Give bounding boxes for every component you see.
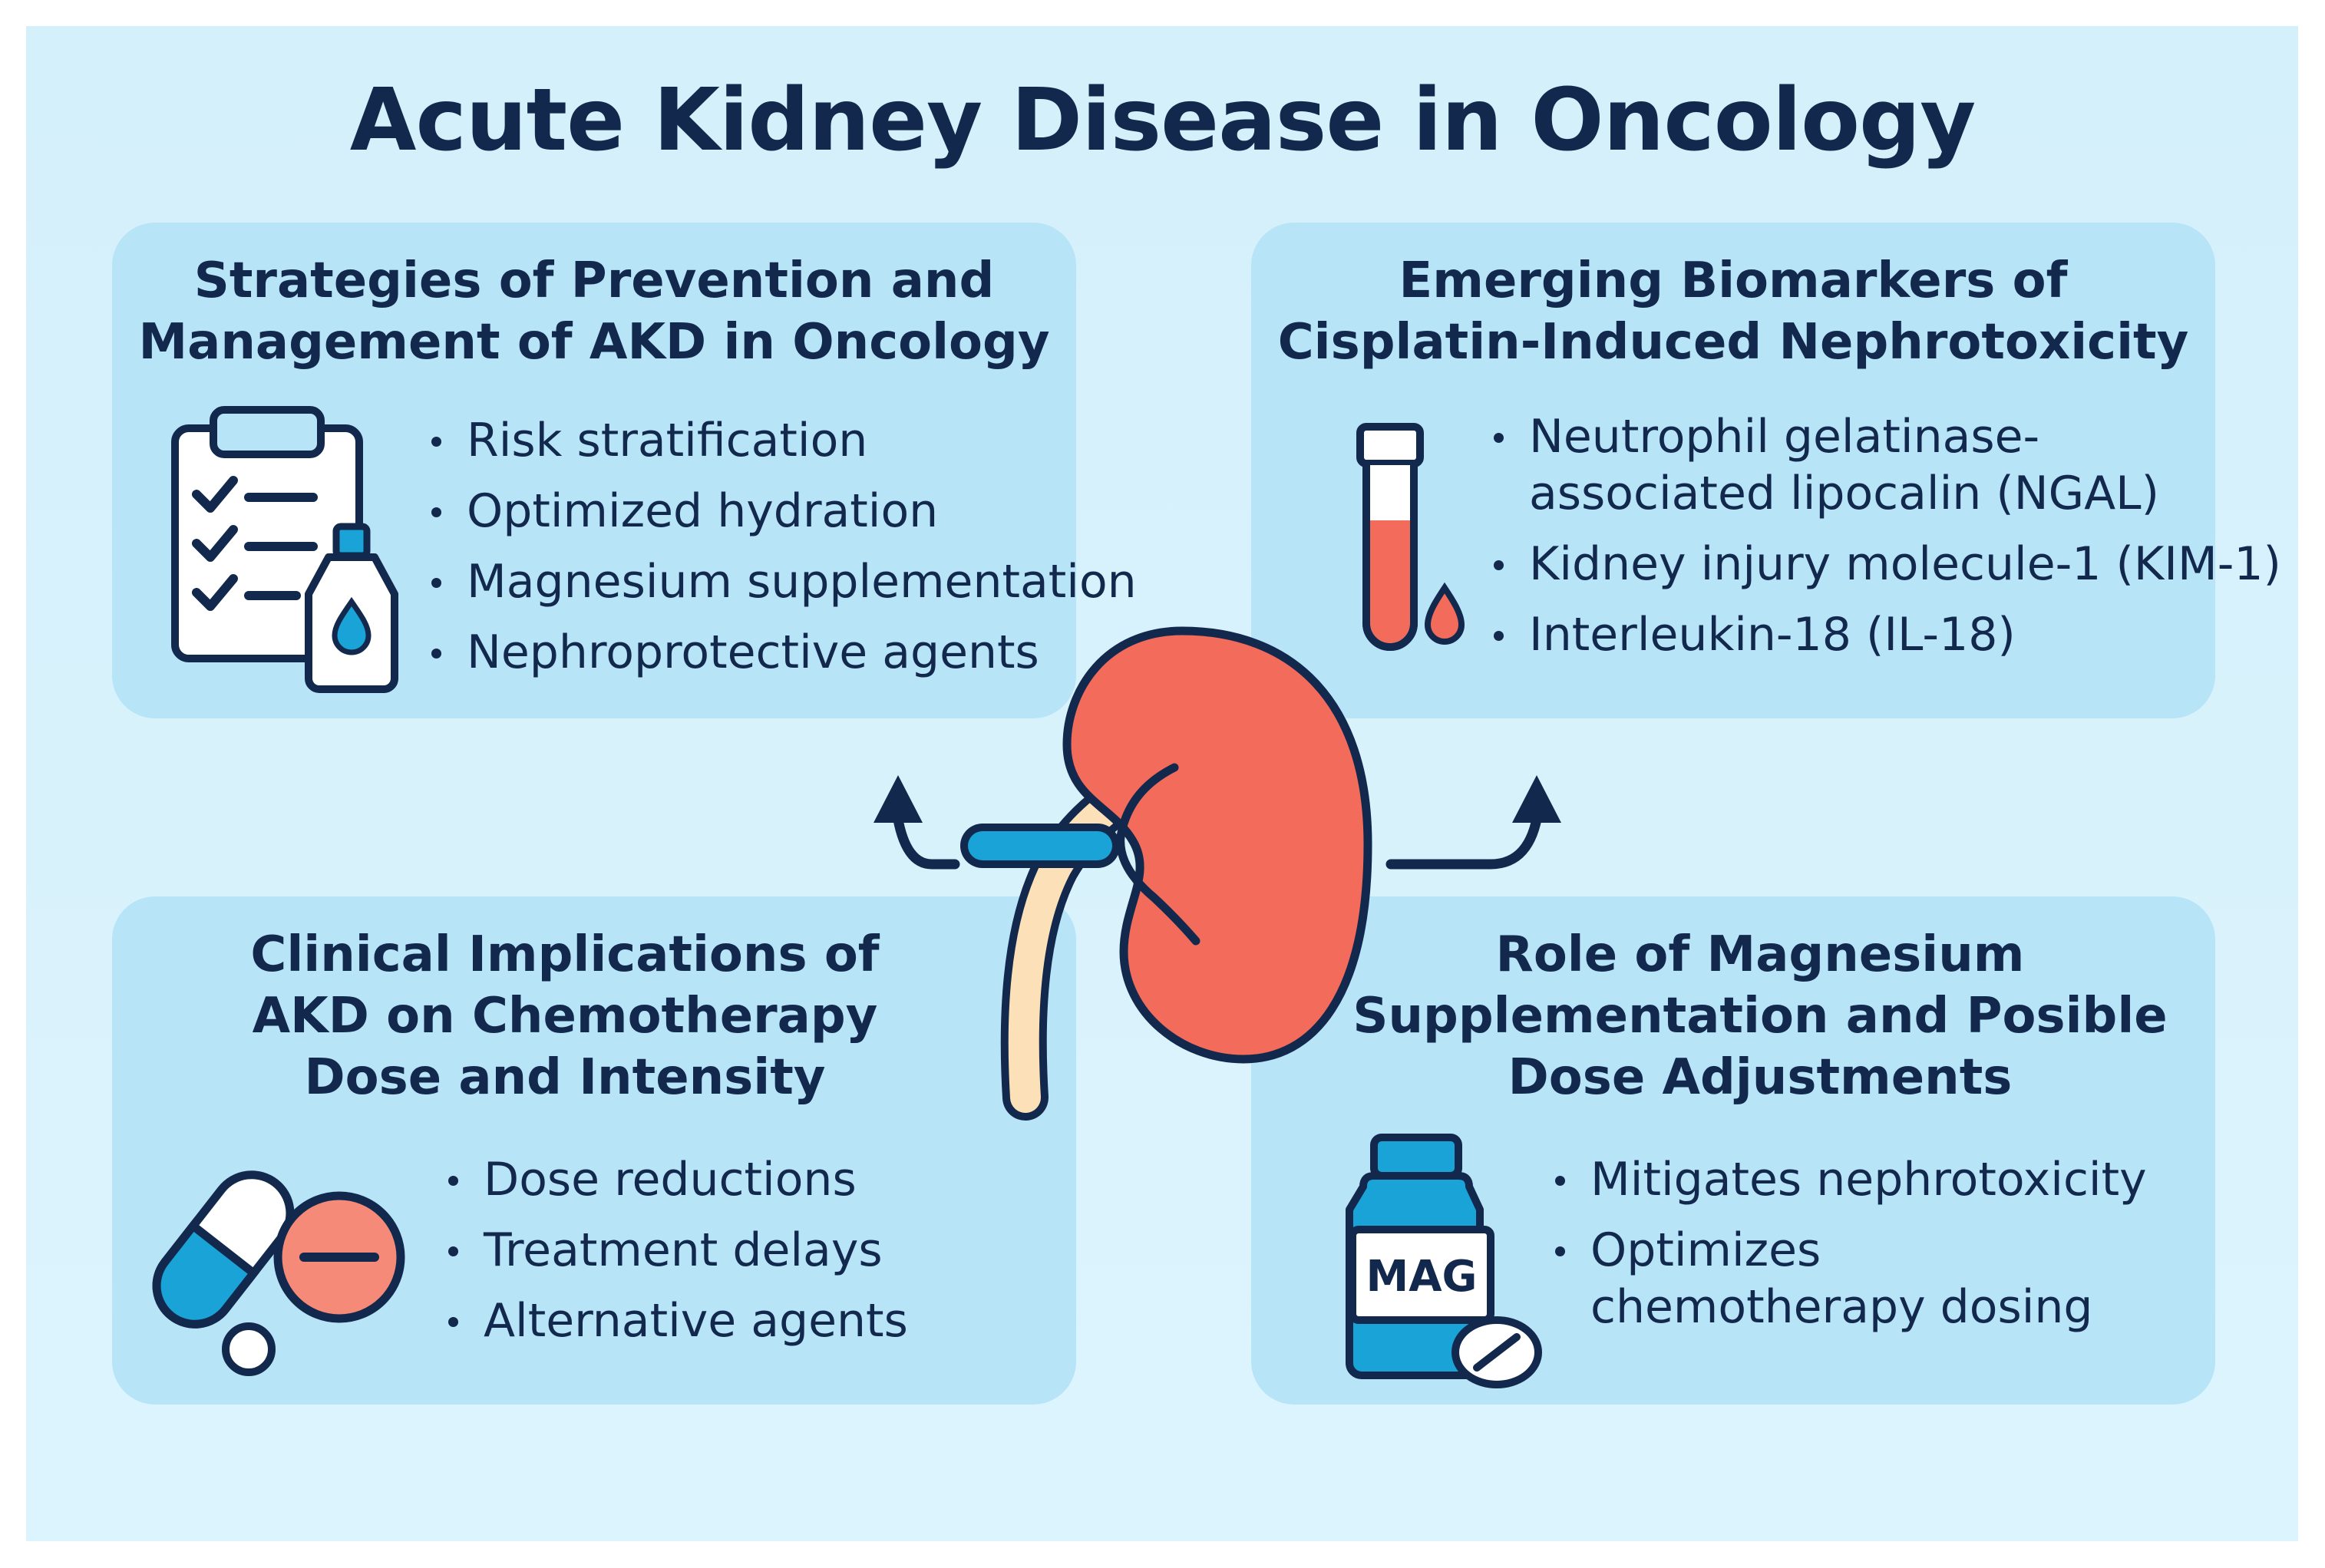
tablet-icon	[1451, 1316, 1542, 1388]
page-title: Acute Kidney Disease in Oncology	[349, 71, 1976, 170]
panel-title: Emerging Biomarkers of Cisplatin-Induced…	[1251, 250, 2215, 373]
list-item: Magnesium supplementation	[427, 553, 1137, 610]
list-item-line: Neutrophil gelatinase-	[1529, 410, 2040, 464]
panel-title-line: Dose Adjustments	[1508, 1049, 2013, 1106]
kidney-icon	[960, 626, 1372, 1121]
panel-title-line: AKD on Chemotherapy	[252, 988, 878, 1045]
list-item: Alternative agents	[444, 1292, 908, 1349]
panel-title-line: Role of Magnesium	[1495, 926, 2025, 983]
list-item: Optimized hydration	[427, 483, 1137, 540]
bottle-label: MAG	[1366, 1252, 1477, 1302]
panel-title: Role of Magnesium Supplementation and Po…	[1305, 924, 2215, 1108]
minus-pill-icon	[273, 1191, 405, 1323]
list-item: Optimizes chemotherapy dosing	[1551, 1222, 2147, 1335]
panel-title: Strategies of Prevention and Management …	[112, 250, 1076, 373]
panel-title-line: Emerging Biomarkers of	[1399, 253, 2068, 309]
supplement-bottle-icon: MAG	[1346, 1134, 1542, 1388]
capsule-pill-icon	[152, 1170, 405, 1376]
list-item-line: Optimizes	[1590, 1223, 1821, 1277]
list-item: Interleukin-18 (IL-18)	[1489, 606, 2281, 663]
panel-title-line: Management of AKD in Oncology	[138, 314, 1050, 371]
list-item: Risk stratification	[427, 412, 1137, 469]
prevention-list: Risk stratification Optimized hydration …	[427, 412, 1137, 681]
panel-title-line: Supplementation and Posible	[1352, 988, 2168, 1045]
list-item: Nephroprotective agents	[427, 624, 1137, 681]
panel-clinical-implications: Clinical Implications of AKD on Chemothe…	[112, 896, 1076, 1405]
list-item: Neutrophil gelatinase- associated lipoca…	[1489, 408, 2281, 522]
panel-title-line: Strategies of Prevention and	[193, 253, 995, 309]
biomarkers-list: Neutrophil gelatinase- associated lipoca…	[1489, 408, 2281, 663]
list-item-line: chemotherapy dosing	[1590, 1280, 2093, 1334]
panel-title: Clinical Implications of AKD on Chemothe…	[112, 924, 1018, 1108]
panel-biomarkers: Emerging Biomarkers of Cisplatin-Induced…	[1251, 223, 2281, 718]
list-item: Mitigates nephrotoxicity	[1551, 1151, 2147, 1208]
panel-title-line: Clinical Implications of	[250, 926, 880, 983]
panel-title-line: Dose and Intensity	[304, 1049, 826, 1106]
test-tube-icon	[1356, 423, 1465, 651]
panel-prevention-management: Strategies of Prevention and Management …	[112, 223, 1137, 718]
arrow-up-left-icon	[874, 775, 960, 870]
clipboard-checklist-icon	[171, 406, 398, 693]
list-item: Kidney injury molecule-1 (KIM-1)	[1489, 536, 2281, 593]
list-item: Treatment delays	[444, 1222, 908, 1279]
clinical-list: Dose reductions Treatment delays Alterna…	[444, 1151, 908, 1349]
list-item-line: associated lipocalin (NGAL)	[1529, 467, 2160, 520]
list-item: Dose reductions	[444, 1151, 908, 1208]
panel-title-line: Cisplatin-Induced Nephrotoxicity	[1277, 314, 2189, 371]
panel-magnesium: Role of Magnesium Supplementation and Po…	[1251, 896, 2215, 1405]
water-bottle-icon	[305, 523, 398, 693]
blood-drop-icon	[1424, 582, 1465, 645]
arrow-up-right-icon	[1385, 775, 1561, 870]
magnesium-list: Mitigates nephrotoxicity Optimizes chemo…	[1551, 1151, 2147, 1335]
